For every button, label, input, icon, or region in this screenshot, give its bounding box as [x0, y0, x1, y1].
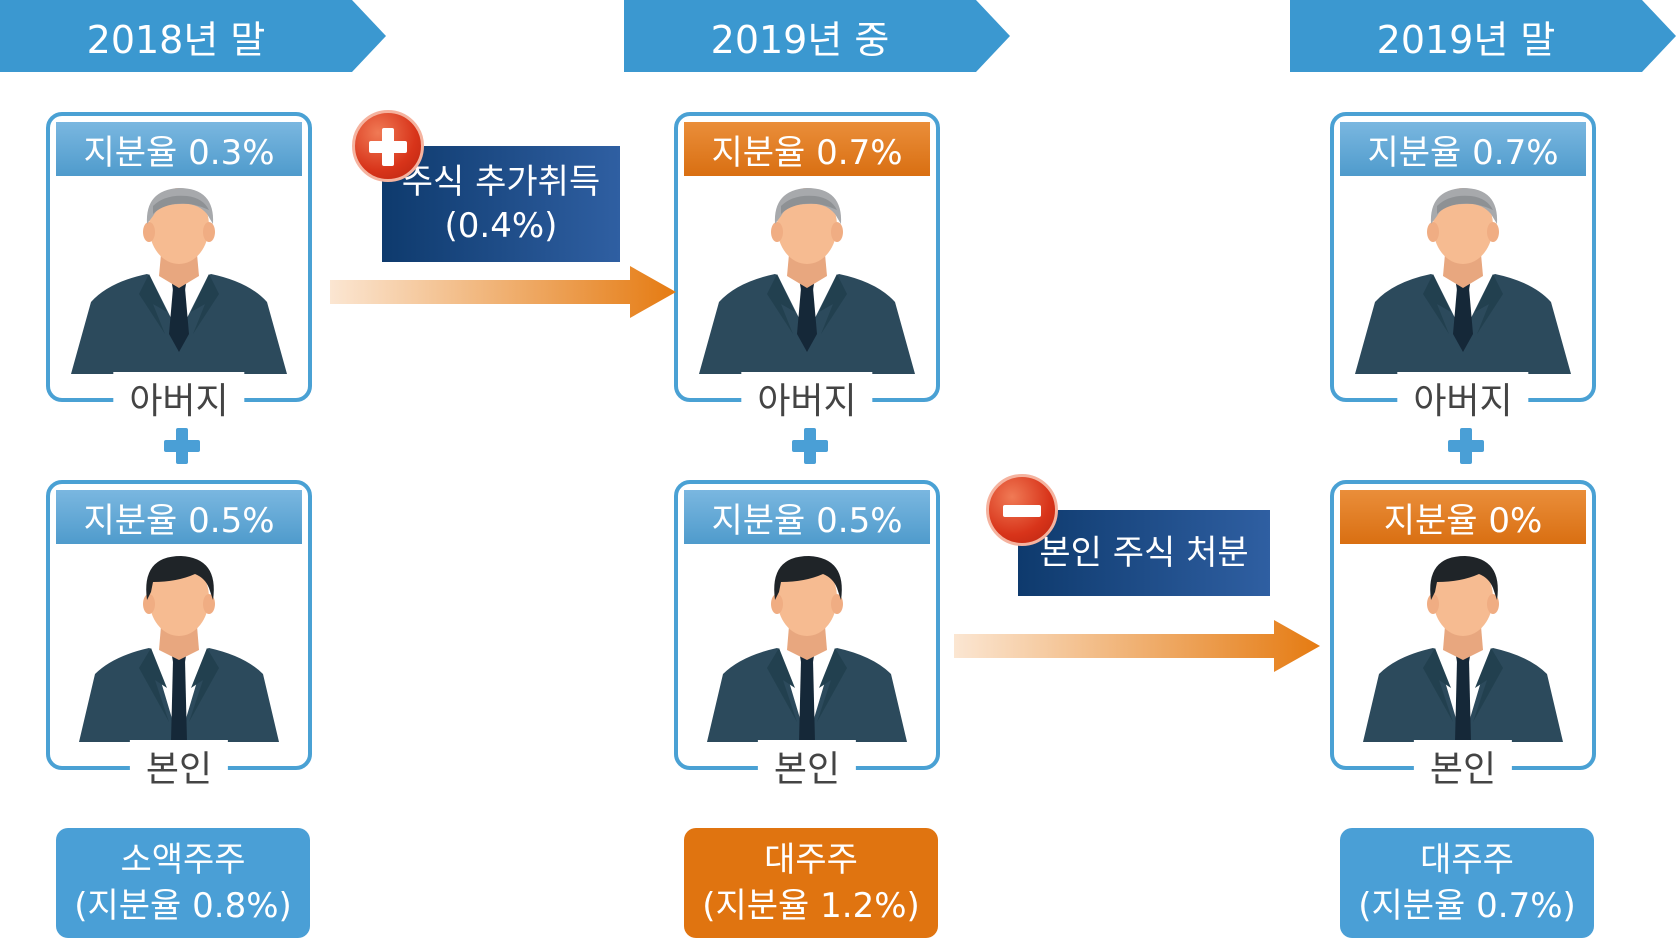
young-man-icon [1353, 552, 1573, 742]
share-ratio: 지분율 0.7% [1340, 122, 1586, 176]
self-card: 지분율 0% 본인 [1330, 480, 1596, 792]
role-label: 아버지 [741, 372, 873, 424]
shareholder-status: 소액주주 (지분율 0.8%) [56, 828, 310, 938]
action-label: 주식 추가취득 [401, 162, 601, 202]
self-card: 지분율 0.5% 본인 [674, 480, 940, 792]
shareholder-status: 대주주 (지분율 1.2%) [684, 828, 938, 938]
transition-arrow [330, 266, 676, 318]
father-card: 지분율 0.7% 아버지 [1330, 112, 1596, 424]
transition-arrow [954, 620, 1320, 672]
dispose-shares-box: 본인 주식 처분 [1018, 510, 1270, 596]
older-man-icon [69, 184, 289, 374]
older-man-icon [697, 184, 917, 374]
father-card: 지분율 0.3% 아버지 [46, 112, 312, 424]
acquire-shares-box: 주식 추가취득 (0.4%) [382, 146, 620, 262]
status-share: (지분율 1.2%) [702, 886, 920, 926]
status-label: 소액주주 [120, 840, 246, 880]
share-ratio: 지분율 0.3% [56, 122, 302, 176]
share-ratio: 지분율 0.5% [684, 490, 930, 544]
status-label: 대주주 [1420, 840, 1514, 880]
shareholder-status: 대주주 (지분율 0.7%) [1340, 828, 1594, 938]
plus-badge-icon [352, 110, 424, 182]
status-share: (지분율 0.7%) [1358, 886, 1576, 926]
father-card: 지분율 0.7% 아버지 [674, 112, 940, 424]
period-label: 2019년 중 [710, 17, 890, 62]
period-label: 2019년 말 [1376, 17, 1556, 62]
role-label: 본인 [757, 740, 857, 792]
share-ratio: 지분율 0% [1340, 490, 1586, 544]
young-man-icon [697, 552, 917, 742]
action-label: 본인 주식 처분 [1039, 533, 1249, 573]
period-ribbon-2019-mid: 2019년 중 [624, 0, 1010, 72]
role-label: 본인 [129, 740, 229, 792]
young-man-icon [69, 552, 289, 742]
minus-badge-icon [986, 474, 1058, 546]
period-ribbon-2019-end: 2019년 말 [1290, 0, 1676, 72]
older-man-icon [1353, 184, 1573, 374]
role-label: 아버지 [1397, 372, 1529, 424]
status-label: 대주주 [764, 840, 858, 880]
action-amount: (0.4%) [444, 206, 558, 246]
role-label: 본인 [1413, 740, 1513, 792]
plus-icon [164, 428, 200, 464]
status-share: (지분율 0.8%) [74, 886, 292, 926]
share-ratio: 지분율 0.7% [684, 122, 930, 176]
role-label: 아버지 [113, 372, 245, 424]
plus-icon [792, 428, 828, 464]
self-card: 지분율 0.5% 본인 [46, 480, 312, 792]
plus-icon [1448, 428, 1484, 464]
period-label: 2018년 말 [86, 17, 266, 62]
share-ratio: 지분율 0.5% [56, 490, 302, 544]
period-ribbon-2018-end: 2018년 말 [0, 0, 386, 72]
